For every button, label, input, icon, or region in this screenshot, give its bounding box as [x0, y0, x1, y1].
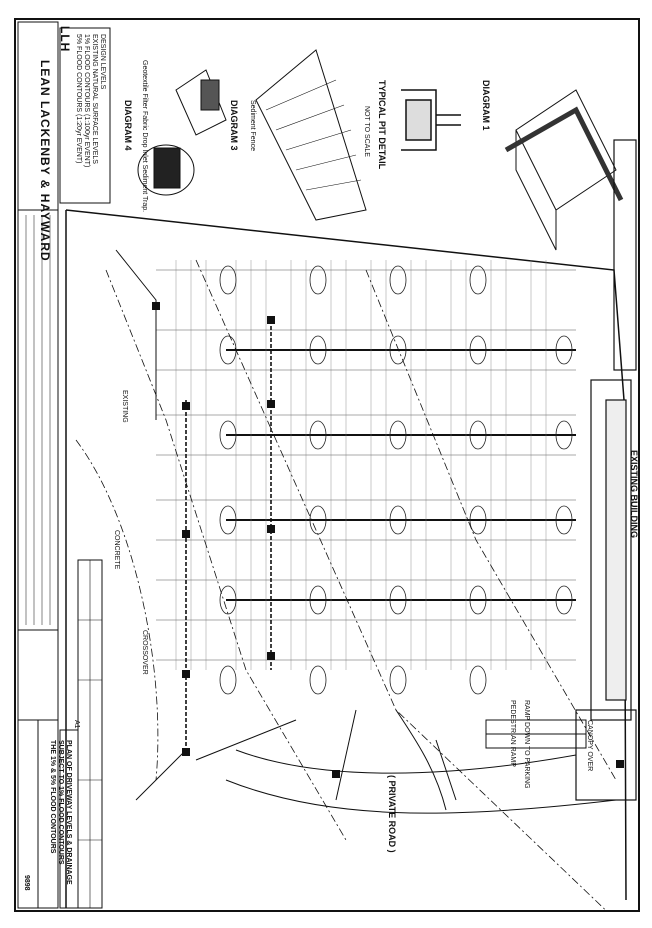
drawing-title-line: SUBJECT TO 1% FLOOD CONTOURS: [57, 740, 64, 865]
existing-building-label: EXISTING BUILDING: [629, 450, 639, 539]
sheet-size: A1: [73, 720, 80, 729]
legend-line: DESIGN LEVELS: [99, 34, 106, 90]
legend: DESIGN LEVELS EXISTING NATURAL SURFACE L…: [74, 34, 106, 167]
drawing-number: 9898: [23, 875, 30, 891]
diagram-3-title: DIAGRAM 3: [229, 100, 239, 151]
legend-line: 5% FLOOD CONTOURS (1:20yr EVENT): [75, 34, 82, 164]
canopy-label: CANOPY OVER: [586, 720, 593, 772]
company-logo: LLH: [56, 26, 74, 52]
drawing-title-line: THE 1% & 5% FLOOD CONTOURS: [49, 740, 56, 854]
crossover-label: CROSSOVER: [141, 630, 148, 675]
legend-line: 1% FLOOD CONTOURS (1:100yr EVENT): [83, 34, 90, 168]
diagram-4-title: DIAGRAM 4: [123, 100, 133, 151]
pedestrian-ramp-label: PEDESTRIAN RAMP: [509, 700, 516, 767]
diagram-1-title: DIAGRAM 1: [481, 80, 491, 131]
drawing-title: PLAN OF DRIVEWAY LEVELS & DRAINAGE SUBJE…: [48, 740, 72, 885]
concrete-label: CONCRETE: [113, 530, 120, 570]
existing-label: EXISTING: [121, 390, 128, 423]
diagram-3-caption: Sediment Fence: [249, 100, 256, 151]
drawing-sheet: LLH LEAN LACKENBY & HAYWARD DESIGN LEVEL…: [14, 18, 640, 912]
private-road-label: ( PRIVATE ROAD ): [387, 775, 397, 853]
drawing-title-line: PLAN OF DRIVEWAY LEVELS & DRAINAGE: [65, 740, 72, 885]
site-plan-drawing: [17, 21, 637, 910]
company-name: LEAN LACKENBY & HAYWARD: [38, 60, 52, 262]
company-logo-mark: LLH: [58, 26, 72, 53]
legend-line: EXISTING NATURAL SURFACE LEVELS: [91, 34, 98, 164]
diagram-4-caption: Geotextile Filter Fabric Drop Inlet Sedi…: [141, 60, 148, 213]
pit-detail-note: NOT TO SCALE: [363, 106, 370, 157]
